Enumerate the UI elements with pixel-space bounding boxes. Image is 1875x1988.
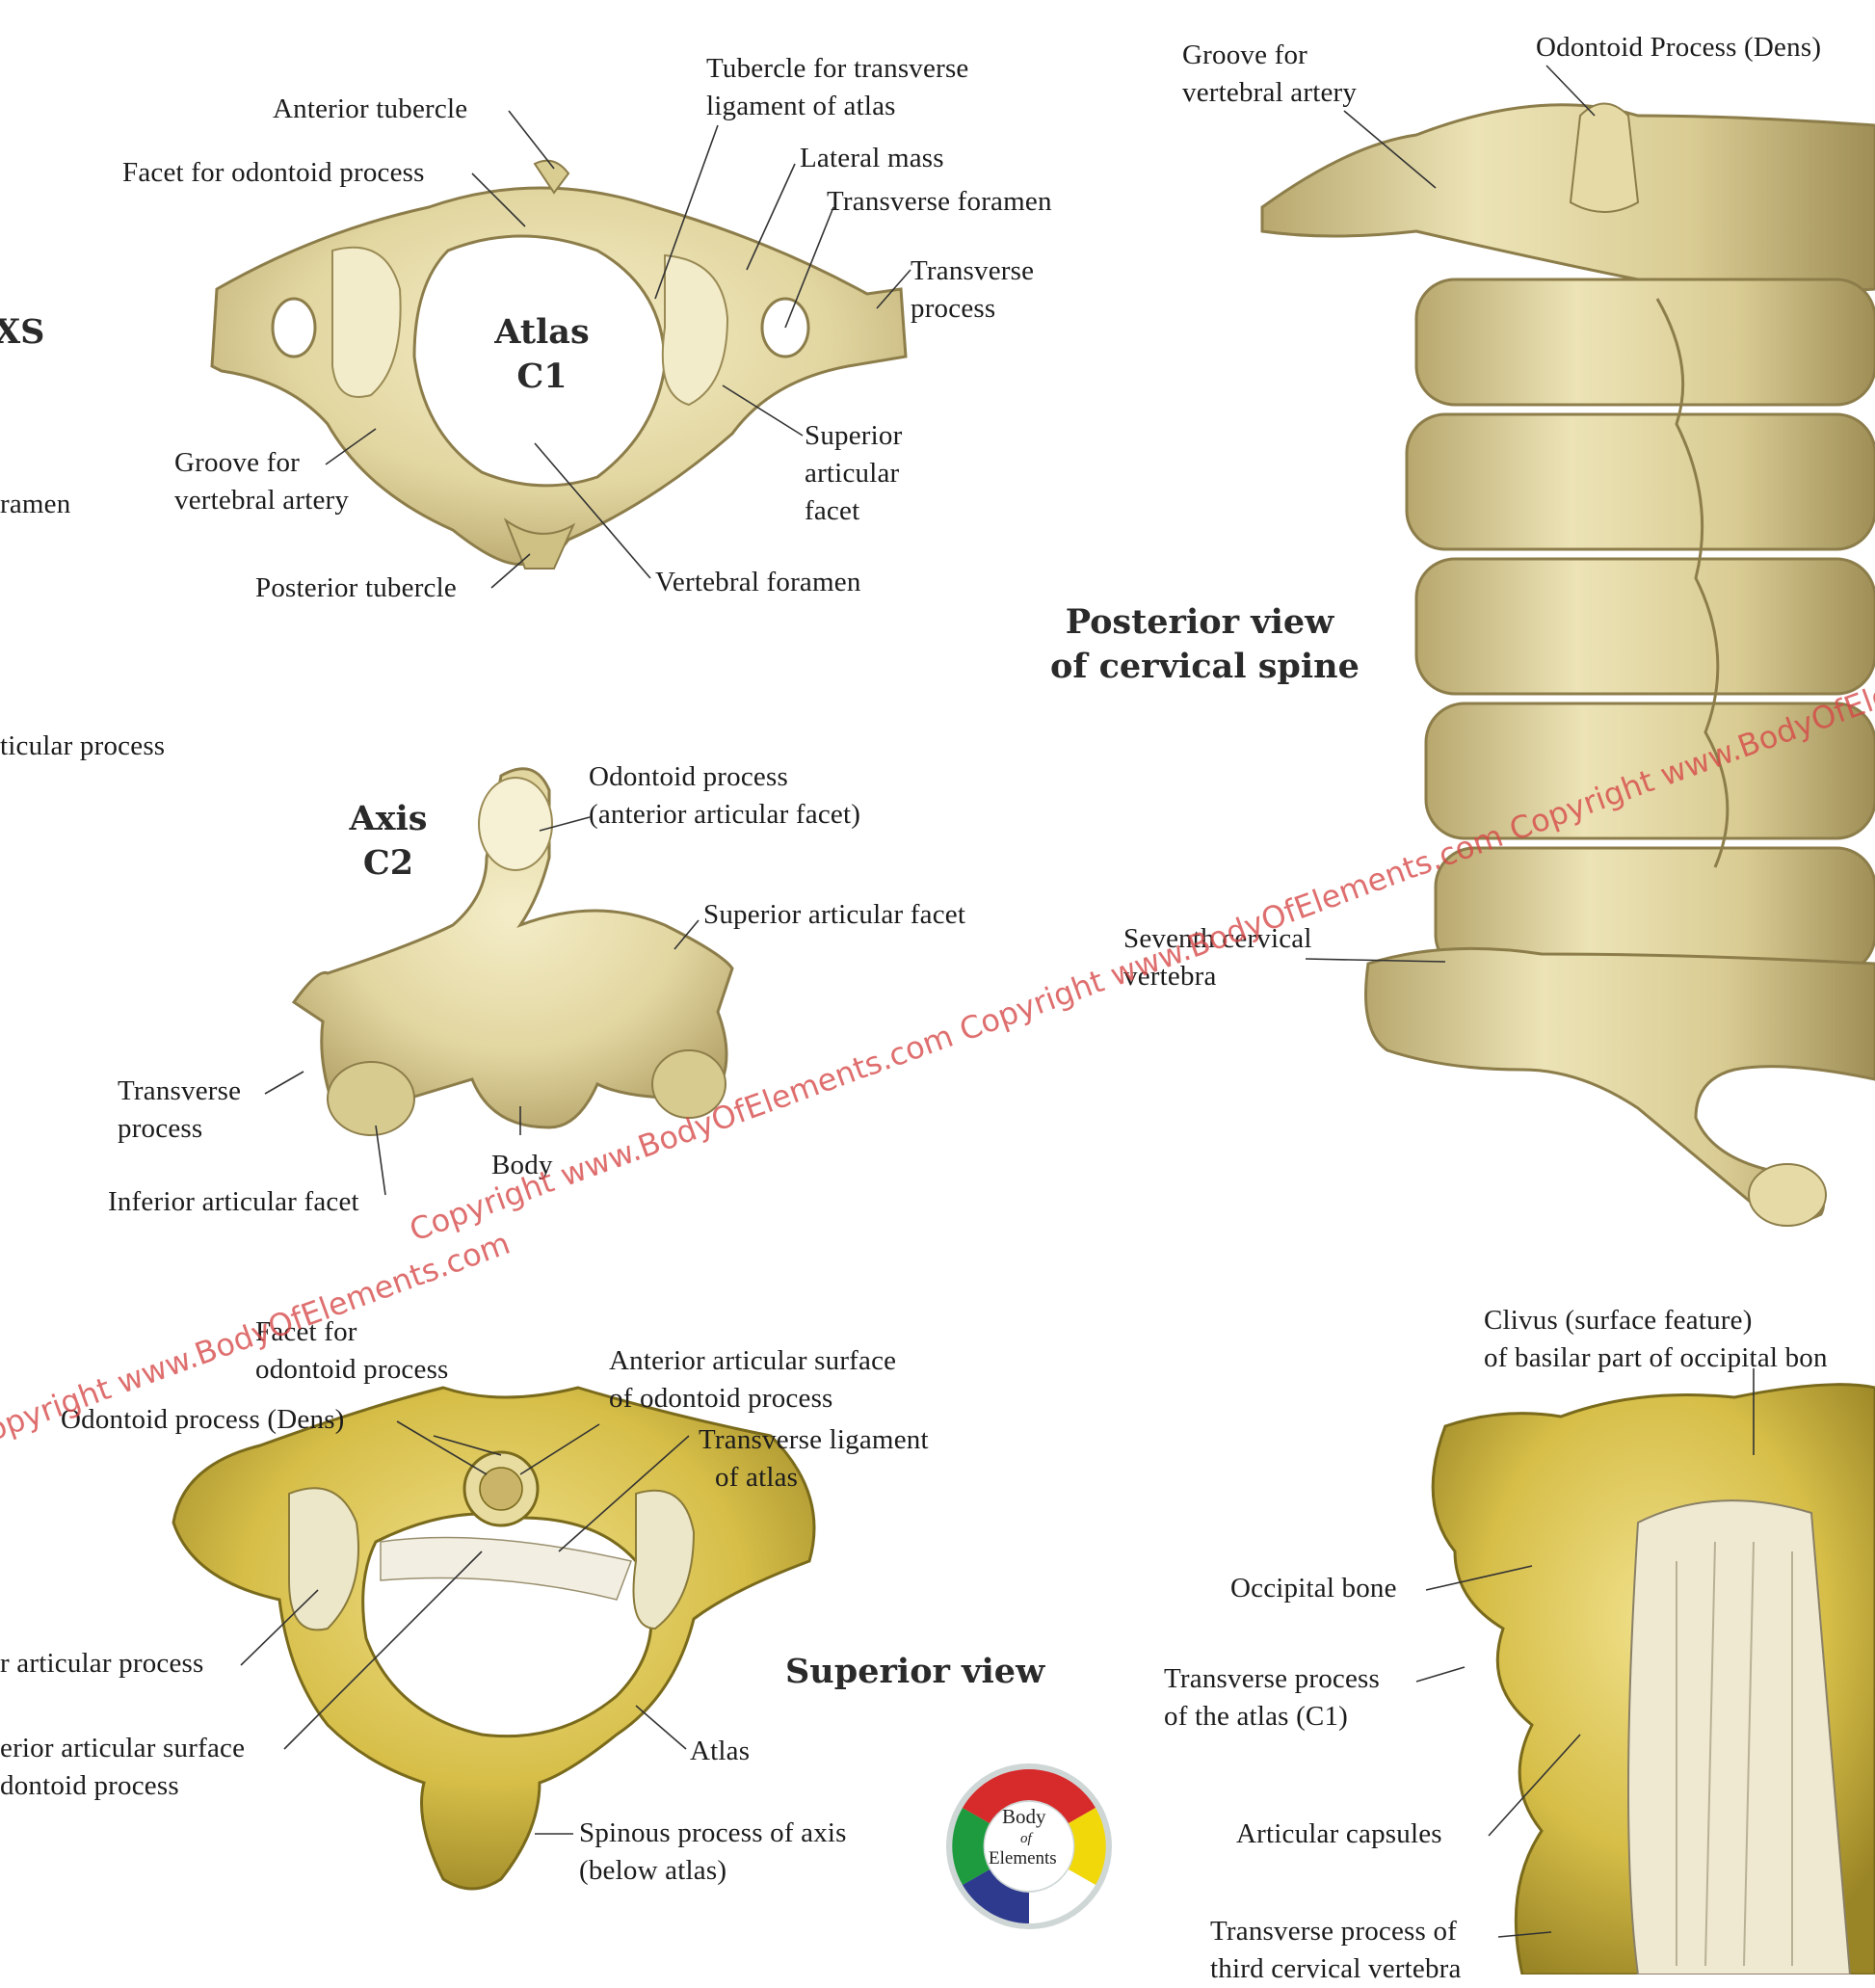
label-tubercle-transverse-line1: Tubercle for transverse — [706, 53, 969, 84]
label-clivus: Clivus (surface feature) of basilar part… — [1484, 1302, 1828, 1377]
atlas-title: Atlas C1 — [482, 310, 602, 399]
label-seventh-line1: Seventh cervical — [1123, 923, 1312, 954]
superior-view-illustration — [172, 1386, 816, 1891]
label-sup-spinous-line2: (below atlas) — [579, 1855, 727, 1886]
label-transverse-process-line2: process — [911, 293, 996, 324]
axis-title-line1: Axis — [349, 799, 428, 838]
label-facet-odontoid: Facet for odontoid process — [122, 157, 425, 188]
label-axis-inferior-facet: Inferior articular facet — [108, 1186, 359, 1217]
posterior-title-line1: Posterior view — [1065, 602, 1334, 642]
label-post-groove: Groove for vertebral artery — [1182, 37, 1357, 112]
logo-text-elements: Elements — [989, 1848, 1057, 1869]
label-trans-third-line2: third cervical vertebra — [1210, 1953, 1462, 1984]
leader-lines — [240, 65, 1755, 1938]
label-post-groove-line1: Groove for — [1182, 40, 1308, 70]
label-vertebral-foramen: Vertebral foramen — [655, 567, 861, 597]
label-groove-line2: vertebral artery — [174, 485, 350, 516]
label-occipital-bone: Occipital bone — [1230, 1573, 1397, 1604]
label-axis-odontoid-line2: (anterior articular facet) — [589, 799, 861, 830]
label-transverse-process-line1: Transverse — [911, 255, 1035, 286]
body-of-elements-logo — [946, 1763, 1112, 1929]
axis-title-line2: C2 — [362, 843, 414, 883]
label-axis-transverse: Transverse process — [118, 1073, 241, 1148]
label-axis-odontoid: Odontoid process (anterior articular fac… — [589, 758, 860, 834]
label-left-cut-articular: ticular process — [0, 730, 166, 761]
label-axis-transverse-line2: process — [118, 1113, 203, 1144]
label-sup-articular-cut: r articular process — [0, 1648, 204, 1679]
label-superior-articular-line3: facet — [805, 495, 860, 526]
posterior-spine-illustration — [1260, 102, 1875, 1227]
label-sup-ant-cut-line1: erior articular surface — [0, 1733, 246, 1763]
label-axis-transverse-line1: Transverse — [118, 1075, 242, 1106]
label-sup-facet-odontoid: Facet for odontoid process — [255, 1313, 449, 1389]
atlas-title-line2: C1 — [516, 357, 568, 396]
label-sup-transverse-lig-line2: of atlas — [715, 1462, 799, 1493]
label-articular-capsules: Articular capsules — [1236, 1818, 1442, 1849]
label-sup-anterior-cut: erior articular surface dontoid process — [0, 1730, 245, 1805]
label-left-cut-foramen: ramen — [0, 489, 71, 519]
label-axis-superior-facet: Superior articular facet — [703, 899, 966, 930]
axis-c2-illustration — [291, 767, 734, 1136]
label-groove-line1: Groove for — [174, 447, 301, 478]
label-sup-facet-line2: odontoid process — [255, 1354, 449, 1385]
logo-text-body: Body — [1002, 1805, 1046, 1828]
label-sup-spinous-line1: Spinous process of axis — [579, 1817, 847, 1848]
label-clivus-line2: of basilar part of occipital bon — [1484, 1342, 1828, 1373]
label-transverse-foramen: Transverse foramen — [827, 186, 1052, 217]
ligament-view-illustration — [1431, 1383, 1875, 1975]
label-tubercle-transverse: Tubercle for transverse ligament of atla… — [706, 50, 969, 125]
label-sup-ant-surface-line1: Anterior articular surface — [609, 1345, 897, 1376]
label-transverse-third: Transverse process of third cervical ver… — [1210, 1913, 1462, 1988]
label-anterior-tubercle: Anterior tubercle — [273, 93, 468, 124]
label-post-odontoid: Odontoid Process (Dens) — [1536, 32, 1822, 63]
label-post-groove-line2: vertebral artery — [1182, 77, 1358, 108]
label-sup-atlas: Atlas — [690, 1736, 751, 1766]
label-sup-anterior-surface: Anterior articular surface of odontoid p… — [609, 1342, 896, 1418]
label-seventh-cervical: Seventh cervical vertebra — [1123, 920, 1312, 995]
label-sup-ant-surface-line2: of odontoid process — [609, 1383, 833, 1414]
atlas-title-line1: Atlas — [494, 312, 590, 352]
label-tubercle-transverse-line2: ligament of atlas — [706, 91, 896, 121]
label-axis-body: Body — [491, 1150, 553, 1180]
label-posterior-tubercle: Posterior tubercle — [255, 572, 457, 603]
label-left-cut-heading: XS — [0, 312, 45, 352]
label-transverse-atlas: Transverse process of the atlas (C1) — [1164, 1660, 1380, 1736]
label-transverse-process: Transverse process — [911, 252, 1034, 328]
posterior-view-title: Posterior view of cervical spine — [1050, 600, 1360, 689]
logo-text-of: of — [1020, 1831, 1032, 1846]
label-superior-articular-facet: Superior articular facet — [805, 417, 902, 530]
label-trans-atlas-line2: of the atlas (C1) — [1164, 1701, 1349, 1732]
atlas-c1-illustration — [210, 159, 908, 570]
posterior-title-line2: of cervical spine — [1050, 647, 1360, 686]
label-sup-facet-line1: Facet for — [255, 1316, 357, 1347]
label-groove-vertebral-artery: Groove for vertebral artery — [174, 444, 349, 519]
label-sup-odontoid-dens: Odontoid process (Dens) — [61, 1404, 345, 1435]
label-trans-atlas-line1: Transverse process — [1164, 1663, 1381, 1694]
label-sup-ant-cut-line2: dontoid process — [0, 1770, 179, 1801]
axis-title: Axis C2 — [335, 797, 441, 886]
label-sup-transverse-ligament: Transverse ligament of atlas — [699, 1421, 929, 1497]
label-seventh-line2: vertebra — [1123, 961, 1217, 992]
label-sup-spinous: Spinous process of axis (below atlas) — [579, 1815, 847, 1890]
label-sup-transverse-lig-line1: Transverse ligament — [699, 1424, 929, 1455]
label-superior-articular-line1: Superior — [805, 420, 903, 451]
label-lateral-mass: Lateral mass — [800, 143, 944, 173]
superior-view-title: Superior view — [785, 1652, 1045, 1691]
label-axis-odontoid-line1: Odontoid process — [589, 761, 788, 792]
label-trans-third-line1: Transverse process of — [1210, 1916, 1458, 1947]
label-superior-articular-line2: articular — [805, 458, 900, 489]
label-clivus-line1: Clivus (surface feature) — [1484, 1305, 1753, 1336]
